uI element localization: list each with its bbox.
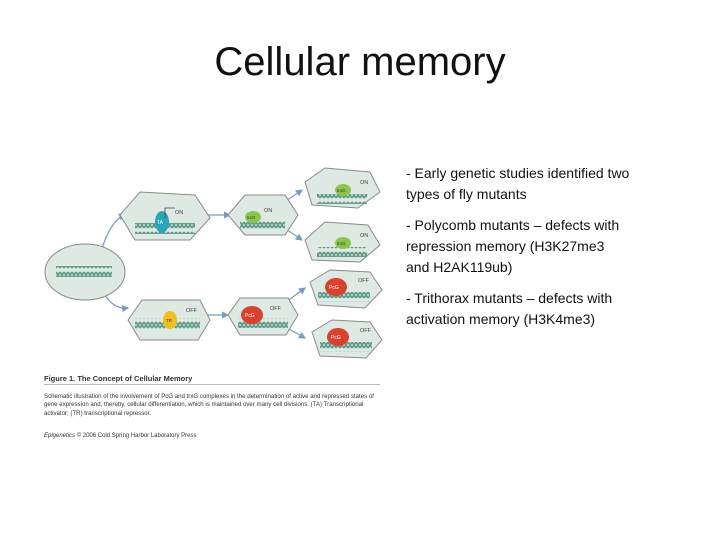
bullet-trithorax: - Trithorax mutants – defects with activ… bbox=[406, 290, 613, 327]
cellular-memory-figure: TA ON trxG ON trxG ON trxG ON bbox=[40, 160, 390, 440]
active-cell-trxg: trxG ON bbox=[227, 194, 299, 236]
repressed-cell-pcg: PcG OFF bbox=[227, 297, 299, 336]
tr-label: TR bbox=[166, 318, 173, 323]
off-label-3: OFF bbox=[358, 278, 370, 284]
active-daughter-2: trxG ON bbox=[304, 221, 381, 263]
on-label-1: ON bbox=[175, 210, 183, 216]
figure-credit: Epigenetics © 2006 Cold Spring Harbor La… bbox=[44, 433, 197, 439]
pcg-protein bbox=[241, 306, 263, 324]
credit-journal: Epigenetics bbox=[44, 433, 76, 439]
figure-diagram: TA ON trxG ON trxG ON trxG ON bbox=[44, 167, 383, 359]
pcg-label-3: PcG bbox=[331, 335, 341, 341]
origin-cell bbox=[44, 243, 126, 301]
tr-protein bbox=[163, 311, 177, 329]
pcg-label-2: PcG bbox=[329, 285, 339, 291]
trxg-protein bbox=[245, 211, 261, 223]
ta-protein bbox=[155, 211, 169, 233]
figure-title: Figure 1. The Concept of Cellular Memory bbox=[44, 374, 193, 383]
off-label-1: OFF bbox=[186, 308, 198, 314]
active-cell-ta: TA ON bbox=[119, 191, 211, 241]
ta-label: TA bbox=[157, 220, 164, 226]
figure-caption: Schematic illustration of the involvemen… bbox=[44, 393, 374, 417]
active-daughter-1: trxG ON bbox=[304, 167, 381, 209]
trxg-label-3: trxG bbox=[337, 241, 346, 246]
pcg-label-1: PcG bbox=[245, 313, 255, 319]
on-label-2: ON bbox=[264, 208, 272, 214]
bullet-early-studies: - Early genetic studies identified two t… bbox=[406, 165, 630, 202]
on-label-3: ON bbox=[360, 180, 368, 186]
off-label-2: OFF bbox=[270, 306, 282, 312]
repressed-daughter-2: PcG OFF bbox=[311, 319, 383, 359]
on-label-4: ON bbox=[360, 233, 368, 239]
repressed-daughter-1: PcG OFF bbox=[309, 269, 383, 309]
credit-text: © 2006 Cold Spring Harbor Laboratory Pre… bbox=[75, 433, 197, 439]
bullet-polycomb: - Polycomb mutants – defects with repres… bbox=[406, 217, 620, 275]
repressed-cell-tr: TR OFF bbox=[127, 299, 211, 341]
trxg-label-1: trxG bbox=[247, 215, 256, 220]
bullet-list: - Early genetic studies identified two t… bbox=[406, 163, 706, 340]
slide-title: Cellular memory bbox=[214, 40, 506, 84]
trxg-label-2: trxG bbox=[337, 188, 346, 193]
figure-divider bbox=[44, 384, 380, 385]
off-label-4: OFF bbox=[360, 328, 372, 334]
